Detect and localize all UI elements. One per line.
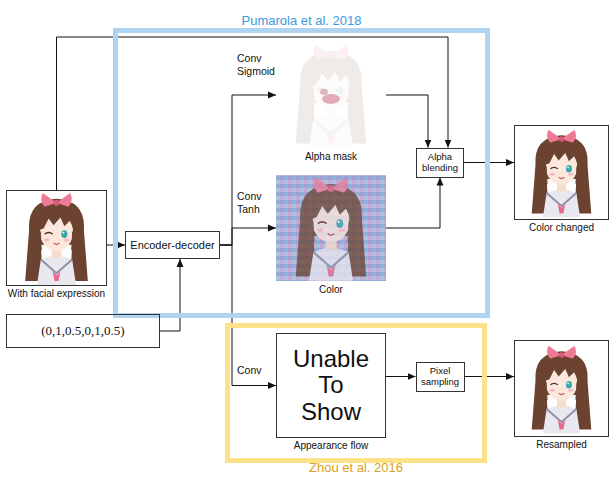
- connector: [386, 376, 416, 377]
- input-vector-box: (0,1,0.5,0,1,0.5): [6, 314, 160, 348]
- image-panel: Color changed: [514, 125, 609, 220]
- output-portrait: [532, 346, 592, 433]
- image-panel: Alpha mask: [276, 42, 386, 148]
- box-label: (0,1,0.5,0,1,0.5): [41, 324, 124, 339]
- process-box: Pixel sampling: [416, 362, 465, 392]
- connector: [220, 228, 276, 245]
- output-portrait: [532, 130, 592, 217]
- image-panel: Color: [276, 175, 386, 281]
- image-caption: Resampled: [536, 439, 587, 450]
- image-caption: Color changed: [529, 222, 594, 233]
- region-title: Pumarola et al. 2018: [242, 13, 362, 28]
- box-label: Encoder-decoder: [130, 239, 214, 252]
- input-portrait: [25, 193, 88, 285]
- alpha-mask-image: [276, 42, 386, 148]
- process-box: Alpha blending: [416, 148, 464, 178]
- box-label: Unable To Show: [293, 346, 369, 425]
- box-label: Pixel sampling: [419, 366, 462, 388]
- image-caption: Alpha mask: [305, 151, 357, 162]
- method-region: Zhou et al. 2016Unable To ShowAppearance…: [225, 323, 487, 463]
- connector: [465, 376, 515, 377]
- flow-box: Unable To ShowAppearance flow: [276, 333, 386, 438]
- connector: [220, 95, 276, 245]
- connector: [160, 259, 180, 331]
- image-panel: With facial expression: [6, 190, 107, 286]
- edge-label: Conv Sigmoid: [236, 52, 276, 77]
- image-caption: With facial expression: [8, 288, 105, 299]
- region-title: Zhou et al. 2016: [309, 460, 403, 475]
- edge-label: Conv Tanh: [236, 190, 263, 215]
- connector: [386, 178, 440, 229]
- process-box: Encoder-decoder: [125, 231, 220, 259]
- edge-label: Conv: [236, 364, 263, 377]
- box-label: Alpha blending: [419, 152, 461, 174]
- image-caption: Color: [319, 284, 343, 295]
- image-caption: Appearance flow: [294, 440, 369, 451]
- connector: [386, 95, 428, 148]
- color-image: [276, 175, 386, 281]
- image-panel: Resampled: [514, 340, 609, 437]
- method-region: Pumarola et al. 2018Alpha maskAlpha blen…: [113, 28, 490, 318]
